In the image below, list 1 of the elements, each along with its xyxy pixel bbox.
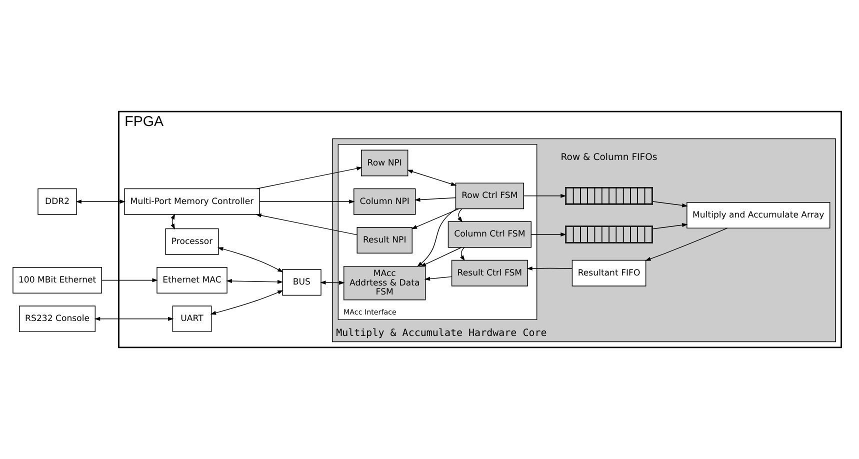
label: Row & Column FIFOs <box>560 152 657 163</box>
